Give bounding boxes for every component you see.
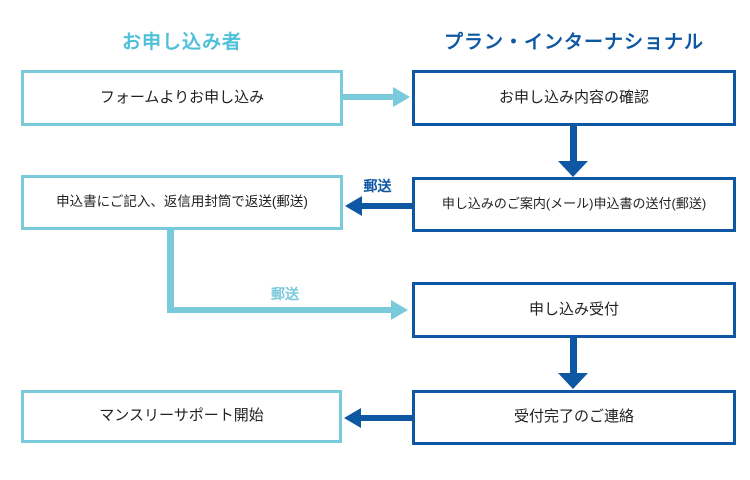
flow-box-complete-notice: 受付完了のご連絡 <box>412 390 736 445</box>
mail-label-blue: 郵送 <box>363 178 392 194</box>
column-header-organization: プラン・インターナショナル <box>443 32 704 53</box>
flow-box-reception: 申し込み受付 <box>412 282 736 338</box>
flow-box-confirm: お申し込み内容の確認 <box>412 70 736 126</box>
flow-box-support-start: マンスリーサポート開始 <box>21 390 342 443</box>
flow-box-form-apply: フォームよりお申し込み <box>21 70 343 126</box>
mail-label-cyan: 郵送 <box>271 286 299 302</box>
flow-box-fill-return: 申込書にご記入、返信用封筒で返送(郵送) <box>21 175 343 230</box>
column-header-applicant: お申し込み者 <box>121 32 242 53</box>
flow-box-guide-send: 申し込みのご案内(メール)申込書の送付(郵送) <box>412 177 736 232</box>
